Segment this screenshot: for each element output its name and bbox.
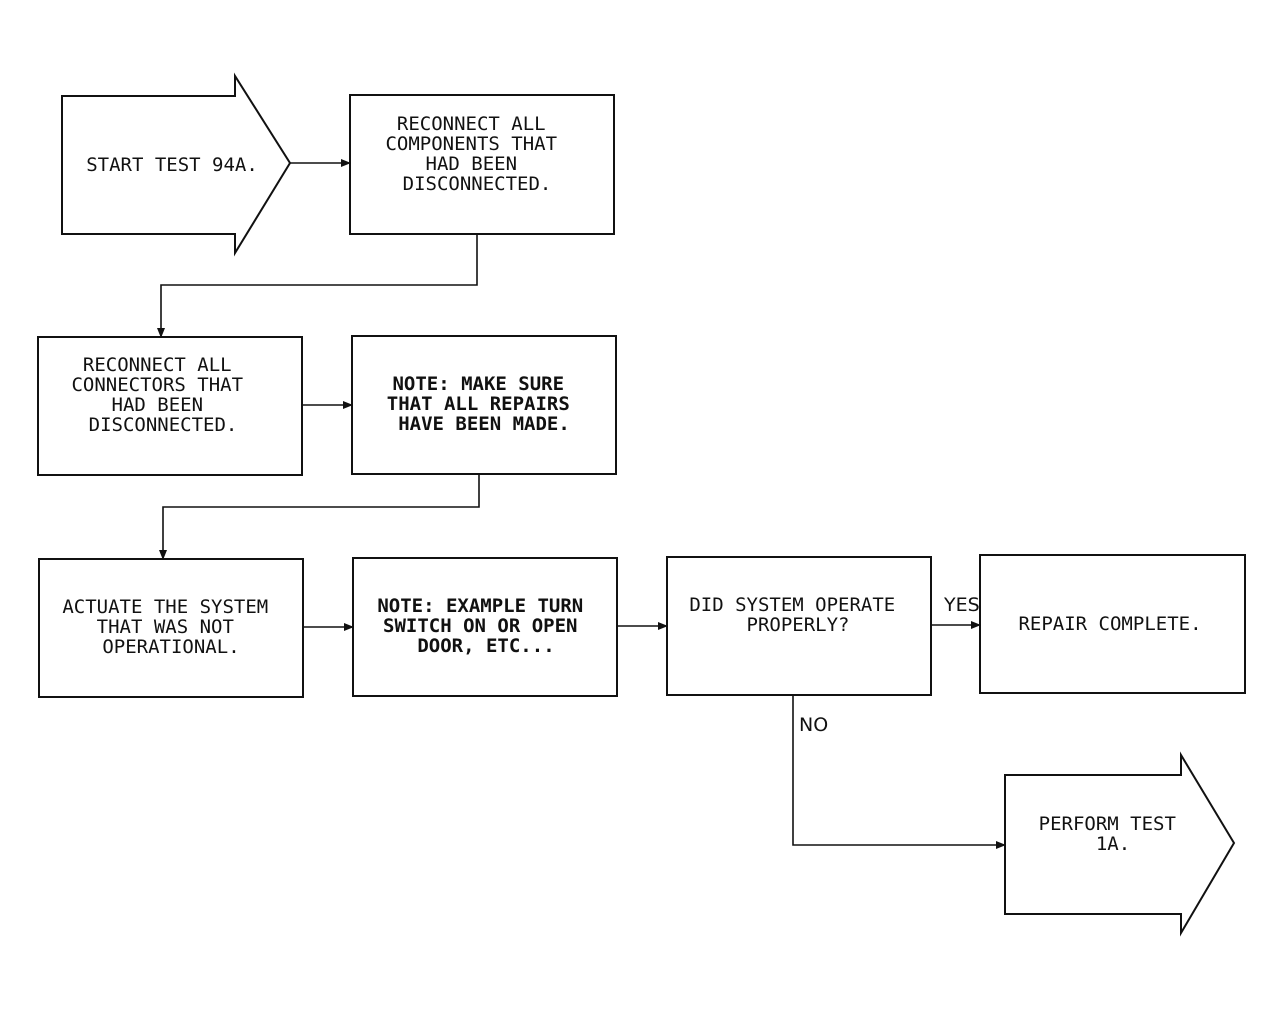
note-example-node-text: NOTE: EXAMPLE TURN SWITCH ON OR OPEN DOO… <box>377 595 594 657</box>
edge-label-no: NO <box>799 714 828 736</box>
start-node-shape <box>61 72 292 257</box>
actuate-node-text: ACTUATE THE SYSTEM THAT WAS NOT OPERATIO… <box>62 596 279 658</box>
decision-node-text: DID SYSTEM OPERATE PROPERLY? <box>689 594 906 636</box>
edge-label-yes: YES <box>943 594 980 616</box>
perform-test-node-shape <box>1004 751 1236 937</box>
reconnect-connectors-node-text: RECONNECT ALL CONNECTORS THAT HAD BEEN D… <box>71 354 254 436</box>
reconnect-components-node-text: RECONNECT ALL COMPONENTS THAT HAD BEEN D… <box>385 113 568 195</box>
start-node-text: START TEST 94A. <box>86 154 258 176</box>
edge-note-repairs-to-actuate <box>159 474 480 560</box>
edge-reconnect-components-to-reconnect-connectors <box>157 234 478 338</box>
reconnect-connectors-node-shape <box>37 336 303 476</box>
repair-complete-node-text: REPAIR COMPLETE. <box>1018 613 1201 635</box>
actuate-node-shape <box>38 558 304 698</box>
edge-decision-to-perform-test <box>792 695 1006 849</box>
note-repairs-node-text: NOTE: MAKE SURE THAT ALL REPAIRS HAVE BE… <box>387 373 581 435</box>
perform-test-node-text: PERFORM TEST 1A. <box>1039 813 1188 855</box>
